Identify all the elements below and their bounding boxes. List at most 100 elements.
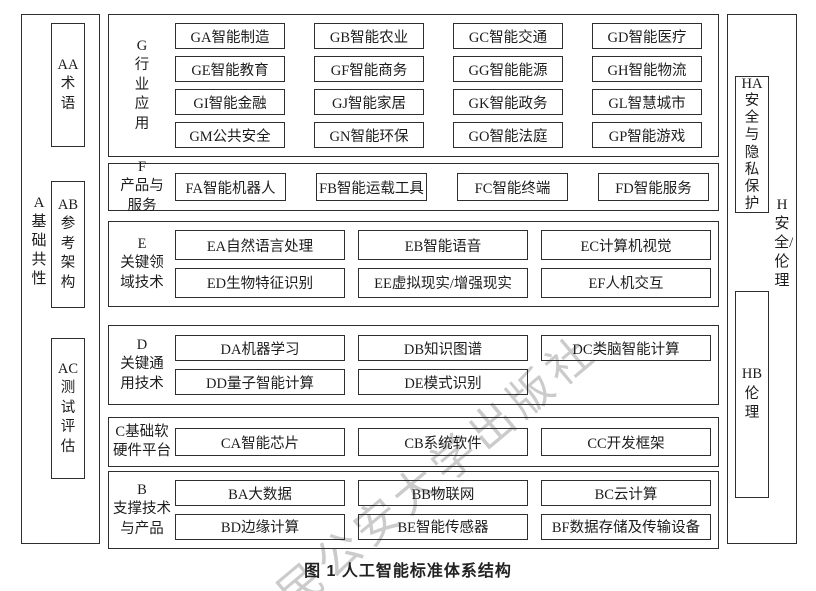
item-box: BD边缘计算 [175,513,345,540]
section-label-line: 硬件平台 [113,443,171,459]
item-box: GJ智能家居 [314,89,424,115]
panel-h-label: H 安全/伦理 [771,15,793,543]
box-ha-security-privacy: HA 安全与隐私保护 [735,76,769,213]
item-box: GM公共安全 [175,122,285,148]
item-box: GN智能环保 [314,122,424,148]
section-label-line: 域技术 [120,274,164,291]
item-box: BA大数据 [175,480,345,507]
item-row: GM公共安全 GN智能环保 GO智能法庭 GP智能游戏 [175,122,718,148]
item-box: FD智能服务 [598,173,709,201]
item-box: EE虚拟现实/增强现实 [358,267,528,298]
panel-a-label: A 基础共性 [28,15,50,543]
box-ac-name: 测试评估 [60,380,76,455]
item-row: GE智能教育 GF智能商务 GG智能能源 GH智能物流 [175,56,718,82]
item-box: FB智能运载工具 [316,173,427,201]
item-box: BF数据存储及传输设备 [541,513,711,540]
item-box: GI智能金融 [175,89,285,115]
box-hb-name: 伦理 [744,385,760,422]
item-row: BD边缘计算 BE智能传感器 BF数据存储及传输设备 [175,513,718,540]
item-box: FA智能机器人 [175,173,286,201]
item-box: GK智能政务 [453,89,563,115]
panel-h-security-ethics: H 安全/伦理 HA 安全与隐私保护 HB 伦理 [727,14,797,544]
section-label: B 支撑技术与产品 [109,472,175,548]
panel-a-name: 基础共性 [31,213,47,287]
box-ac-code: AC [57,360,79,377]
item-box: GC智能交通 [453,23,563,49]
item-row: DD量子智能计算 DE模式识别 [175,369,718,395]
box-hb-ethics: HB 伦理 [735,291,769,498]
section-label-line: B [137,481,147,498]
section-d-key-general-technologies: D 关键通用技术 DA机器学习 DB知识图谱 DC类脑智能计算 DD量子智能计算 DE模式… [108,325,719,405]
section-label-line: D [136,336,148,353]
item-row: DA机器学习 DB知识图谱 DC类脑智能计算 [175,335,718,361]
item-box: DA机器学习 [175,335,345,361]
item-box: CC开发框架 [541,428,711,456]
item-box: GA智能制造 [175,23,285,49]
section-label-line: 支撑技术 [113,501,171,518]
panel-a-foundation: A 基础共性 AA 术语 AB 参考架构 AC 测试评估 [21,14,100,544]
panel-h-code: H [776,196,788,213]
item-box: GE智能教育 [175,56,285,82]
item-box: GF智能商务 [314,56,424,82]
item-box: EC计算机视觉 [541,230,711,261]
section-label-line: 与产品 [120,520,164,537]
item-row: GA智能制造 GB智能农业 GC智能交通 GD智能医疗 [175,23,718,49]
box-ab-name: 参考架构 [60,216,76,291]
item-box: GP智能游戏 [592,122,702,148]
box-hb-code: HB [741,366,763,383]
section-label-line: 关键通 [120,356,164,373]
item-box: GG智能能源 [453,56,563,82]
item-box: BE智能传感器 [358,513,528,540]
item-box: EB智能语音 [358,230,528,261]
item-box: EA自然语言处理 [175,230,345,261]
section-label-line: 用 [134,115,150,132]
item-box: GO智能法庭 [453,122,563,148]
box-aa-name: 术语 [60,76,76,112]
section-items: DA机器学习 DB知识图谱 DC类脑智能计算 DD量子智能计算 DE模式识别 [175,326,718,404]
section-label-line: 关键领 [120,255,164,272]
item-box: GB智能农业 [314,23,424,49]
section-label: C基础软硬件平台 [109,418,175,466]
item-box: FC智能终端 [457,173,568,201]
item-box: DB知识图谱 [358,335,528,361]
item-box: DE模式识别 [358,369,528,395]
section-label-line: C基础软 [115,423,169,440]
item-row: EA自然语言处理 EB智能语音 EC计算机视觉 [175,230,718,261]
panel-a-code: A [33,194,45,211]
section-items: GA智能制造 GB智能农业 GC智能交通 GD智能医疗 GE智能教育 GF智能商务 GG智能… [175,15,718,156]
section-label-line: 服务 [127,197,157,214]
panel-h-name: 安全/伦理 [774,215,794,289]
section-label-line: 应 [134,96,150,113]
item-box: DC类脑智能计算 [541,335,711,361]
section-label-line: 行 [134,57,150,74]
section-label-line: 用技术 [120,375,164,392]
item-box: GL智慧城市 [592,89,702,115]
section-label-line: E [137,235,147,252]
section-label-line: G [136,37,148,54]
section-label: D 关键通用技术 [109,326,175,404]
section-label: E 关键领域技术 [109,222,175,306]
section-label-line: 业 [134,76,150,93]
section-items: FA智能机器人 FB智能运载工具 FC智能终端 FD智能服务 [175,164,718,210]
item-box: CB系统软件 [358,428,528,456]
item-box: EF人机交互 [541,267,711,298]
item-box: BC云计算 [541,480,711,507]
box-ha-code: HA [741,75,763,92]
item-box: GH智能物流 [592,56,702,82]
item-box: GD智能医疗 [592,23,702,49]
item-row: GI智能金融 GJ智能家居 GK智能政务 GL智慧城市 [175,89,718,115]
box-ab-code: AB [57,196,79,213]
section-label-line: F [137,158,147,175]
item-box: DD量子智能计算 [175,369,345,395]
